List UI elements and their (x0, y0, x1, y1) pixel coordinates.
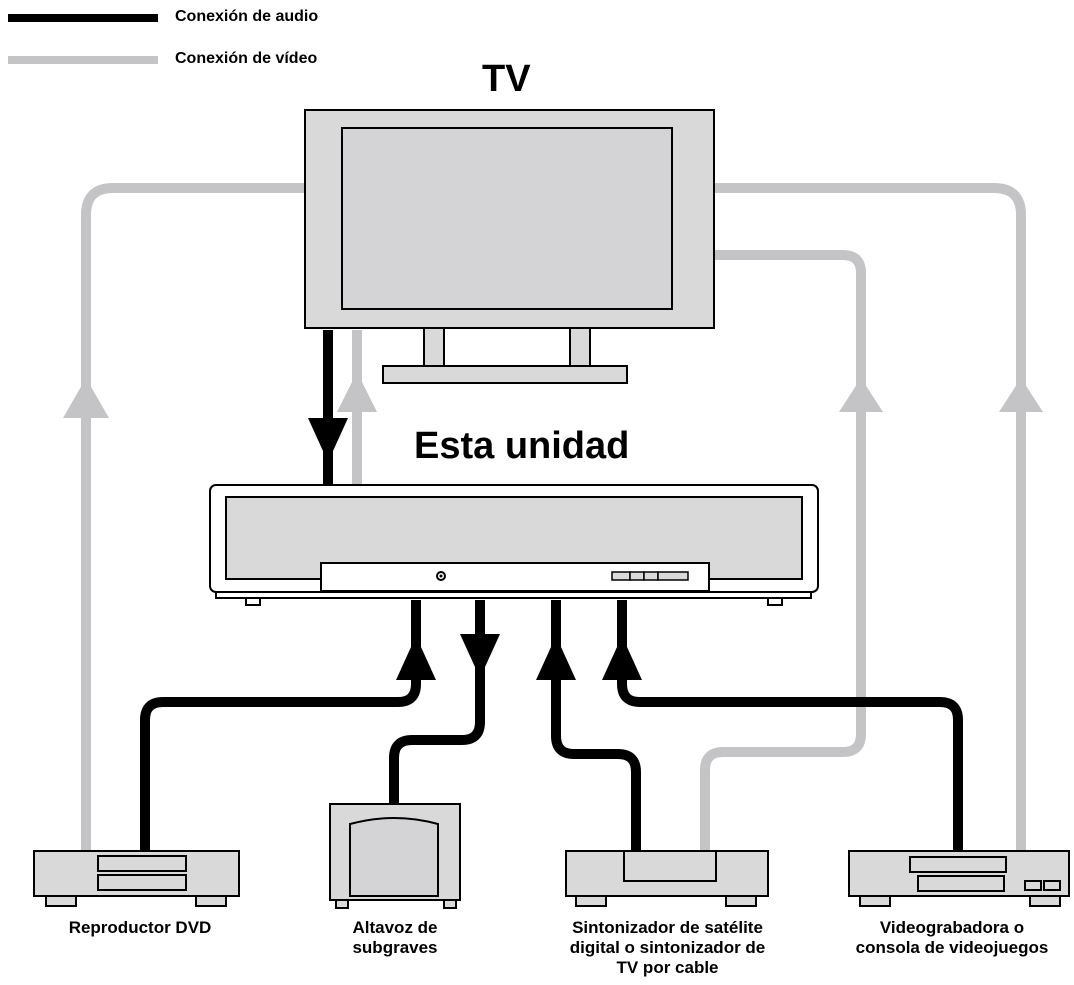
audio-arrowheads (308, 418, 642, 680)
vcr-button-left (1024, 880, 1042, 891)
dvd-tray-top (97, 855, 187, 872)
dvd-label: Reproductor DVD (68, 918, 212, 937)
tv-stand-neck-left (423, 327, 445, 369)
tv-stand-neck-right (569, 327, 591, 369)
audio-arrow-sub (460, 634, 500, 678)
legend-audio-label: Conexión de audio (175, 8, 319, 25)
tv-title: TV (482, 58, 531, 100)
audio-cable-dvd-unit (140, 600, 421, 852)
video-cable-vcr-tv (713, 183, 1026, 852)
this-unit (209, 484, 819, 606)
video-cable-sat-tv (700, 250, 866, 852)
vcr-console (848, 850, 1070, 907)
audio-arrow-tv-unit (308, 418, 348, 462)
unit-button-4 (657, 571, 689, 581)
audio-cable-vcr-unit (617, 600, 963, 852)
tv (304, 109, 715, 384)
audio-cable-unit-sub (389, 600, 485, 806)
dvd-player (33, 850, 240, 907)
subwoofer (329, 803, 461, 909)
vcr-slot-top (909, 856, 1007, 873)
legend-audio-swatch (8, 14, 158, 22)
vcr-slot-bottom (917, 875, 1005, 892)
satellite-label: Sintonizador de satélite digital o sinto… (569, 918, 766, 977)
audio-cables (140, 330, 963, 852)
unit-title: Esta unidad (414, 425, 630, 467)
unit-button-2 (629, 571, 645, 581)
video-arrow-sat (839, 378, 883, 412)
tv-screen (341, 127, 673, 310)
legend-video-label: Conexión de vídeo (175, 50, 318, 67)
satellite-tuner (565, 850, 769, 907)
vcr-label: Videograbadora o consola de videojuegos (855, 918, 1049, 957)
sat-display (623, 850, 717, 882)
unit-button-1 (611, 571, 631, 581)
unit-button-3 (643, 571, 659, 581)
video-cable-dvd-tv (81, 183, 306, 852)
dvd-tray-bottom (97, 874, 187, 891)
video-arrow-dvd (63, 378, 109, 418)
audio-arrow-vcr (602, 636, 642, 680)
subwoofer-label: Altavoz de subgraves (352, 918, 438, 957)
audio-arrow-sat (536, 636, 576, 680)
subwoofer-grille (349, 817, 439, 897)
audio-arrow-dvd (396, 636, 436, 680)
tv-stand-base (382, 365, 628, 384)
video-arrow-vcr (999, 378, 1043, 412)
video-arrow-unit (337, 372, 377, 412)
vcr-button-right (1043, 880, 1061, 891)
audio-cable-sat-unit (551, 600, 641, 852)
video-arrowheads (63, 372, 1043, 418)
legend-video-swatch (8, 56, 158, 64)
